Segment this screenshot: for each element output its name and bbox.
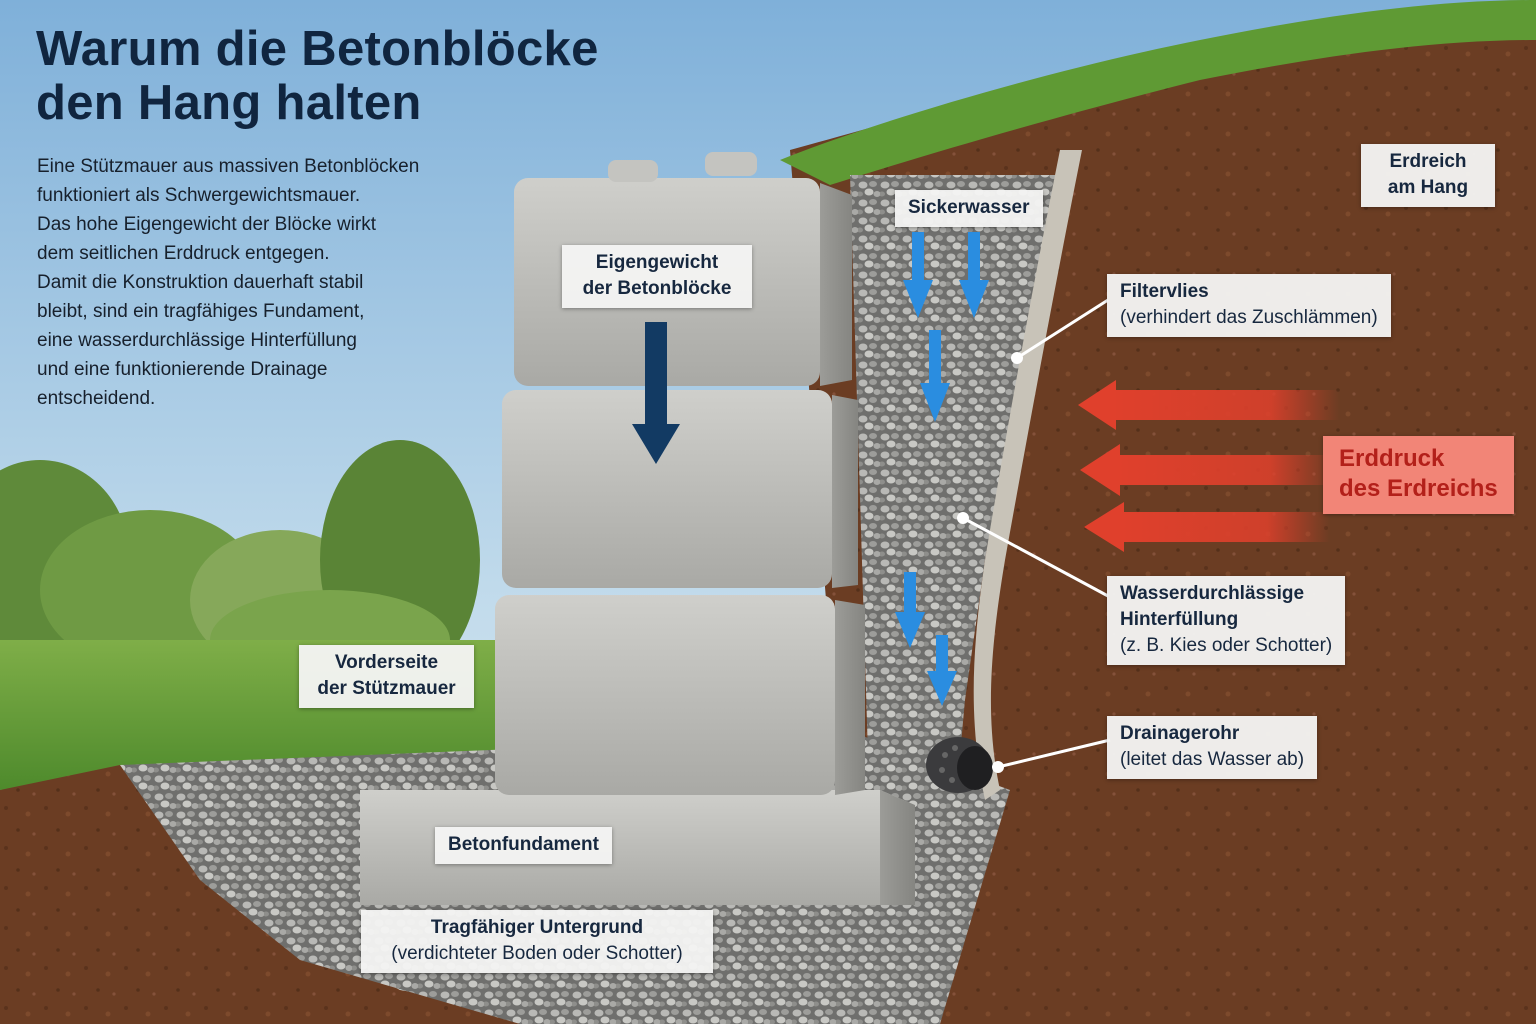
label-hinterfuellung-line-1: Wasserdurchlässige	[1120, 583, 1305, 604]
label-erddruck-line-2: des Erdreichs	[1339, 475, 1498, 502]
label-untergrund-note: (verdichteter Boden oder Schotter)	[391, 943, 683, 964]
label-filtervlies-note: (verhindert das Zuschlämmen)	[1120, 307, 1378, 328]
filter-fleece	[973, 150, 1082, 800]
concrete-foundation	[360, 790, 915, 905]
ground-soil	[0, 765, 600, 1024]
label-erdreich: Erdreich am Hang	[1361, 144, 1495, 207]
weight-arrow-icon	[632, 322, 680, 464]
label-drainagerohr-title: Drainagerohr	[1120, 723, 1240, 744]
intro-line: eine wasserdurchlässige Hinterfüllung	[37, 330, 358, 351]
label-vorderseite-line-2: der Stützmauer	[317, 678, 456, 699]
earth-pressure-arrow-icons	[1078, 380, 1340, 552]
label-betonfundament: Betonfundament	[435, 827, 612, 864]
label-drainagerohr-note: (leitet das Wasser ab)	[1120, 749, 1305, 770]
intro-line: entscheidend.	[37, 388, 156, 409]
label-eigengewicht-line-2: der Betonblöcke	[582, 278, 732, 299]
gravel-backfill	[850, 175, 1060, 820]
label-hinterfuellung-note: (z. B. Kies oder Schotter)	[1120, 635, 1333, 656]
intro-line: dem seitlichen Erddruck entgegen.	[37, 243, 330, 264]
label-hinterfuellung: Wasserdurchlässige Hinterfüllung (z. B. …	[1107, 576, 1346, 665]
label-untergrund: Tragfähiger Untergrund (verdichteter Bod…	[361, 910, 713, 973]
intro-line: Das hohe Eigengewicht der Blöcke wirkt	[37, 214, 377, 235]
label-sickerwasser: Sickerwasser	[895, 190, 1043, 227]
label-drainagerohr: Drainagerohr (leitet das Wasser ab)	[1107, 716, 1318, 779]
page-title-line-1: Warum die Betonblöcke	[36, 22, 599, 76]
label-betonfundament-text: Betonfundament	[448, 834, 599, 855]
label-vorderseite-line-1: Vorderseite	[334, 652, 439, 673]
label-vorderseite: Vorderseite der Stützmauer	[299, 645, 474, 708]
drainage-pipe-icon	[926, 737, 993, 793]
label-filtervlies-title: Filtervlies	[1120, 281, 1209, 302]
label-hinterfuellung-line-2: Hinterfüllung	[1120, 609, 1239, 630]
page-title-line-2: den Hang halten	[36, 76, 422, 130]
label-filtervlies: Filtervlies (verhindert das Zuschlämmen)	[1107, 274, 1391, 337]
label-erdreich-line-2: am Hang	[1387, 177, 1469, 198]
leader-lines	[957, 298, 1111, 773]
label-eigengewicht: Eigengewicht der Betonblöcke	[562, 245, 752, 308]
intro-line: und eine funktionierende Drainage	[37, 359, 328, 380]
intro-line: funktioniert als Schwergewichtsmauer.	[37, 185, 361, 206]
page-title: Warum die Betonblöcke den Hang halten	[36, 22, 796, 130]
intro-text: Eine Stützmauer aus massiven Betonblöcke…	[37, 152, 507, 413]
intro-line: Damit die Konstruktion dauerhaft stabil	[37, 272, 364, 293]
label-eigengewicht-line-1: Eigengewicht	[595, 252, 719, 273]
concrete-block-middle	[502, 390, 858, 588]
label-erddruck: Erddruck des Erdreichs	[1323, 436, 1514, 514]
label-untergrund-title: Tragfähiger Untergrund	[430, 917, 644, 938]
label-erdreich-line-1: Erdreich	[1389, 151, 1467, 172]
label-sickerwasser-text: Sickerwasser	[908, 197, 1030, 218]
water-arrow-icons	[895, 232, 989, 706]
label-erddruck-line-1: Erddruck	[1339, 445, 1445, 472]
intro-line: bleibt, sind ein tragfähiges Fundament,	[37, 301, 365, 322]
slope-grass	[780, 0, 1536, 185]
intro-line: Eine Stützmauer aus massiven Betonblöcke…	[37, 156, 420, 177]
concrete-block-bottom	[495, 595, 865, 795]
